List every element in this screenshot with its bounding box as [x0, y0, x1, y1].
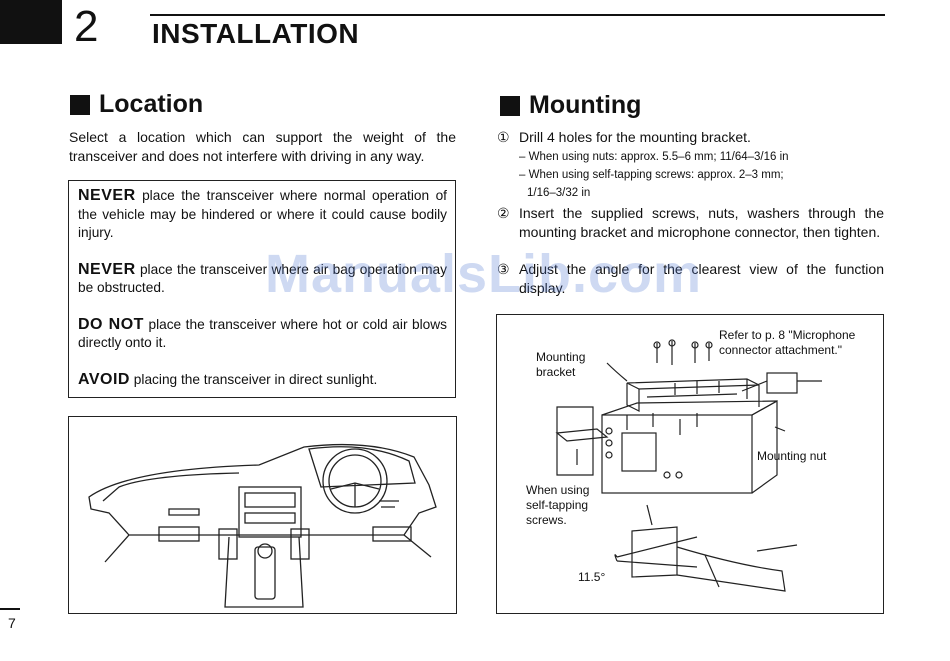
- mounting-illustration: [555, 339, 822, 592]
- page-number-rule: [0, 608, 20, 610]
- heading-square-icon: [70, 94, 90, 115]
- figure-label-tapping: When using self-tapping screws.: [526, 483, 590, 527]
- mounting-step-1: ① Drill 4 holes for the mounting bracket…: [497, 129, 789, 199]
- mounting-title: Mounting: [529, 91, 642, 119]
- location-intro: Select a location which can support the …: [69, 129, 456, 164]
- figure-label-angle: 11.5°: [578, 570, 606, 584]
- warning-box: NEVER place the transceiver where normal…: [68, 180, 456, 398]
- chapter-number: 2: [74, 2, 99, 51]
- location-heading: Location: [70, 90, 203, 119]
- heading-square-icon: [500, 95, 520, 116]
- warning-item: DO NOT place the transceiver where hot o…: [78, 315, 448, 351]
- mounting-heading: Mounting: [500, 91, 641, 120]
- warning-item: NEVER place the transceiver where normal…: [78, 187, 447, 240]
- mounting-step-2: ② Insert the supplied screws, nuts, wash…: [497, 205, 884, 240]
- warning-item: AVOID placing the transceiver in direct …: [78, 370, 378, 388]
- mounting-figure: Refer to p. 8 "Microphone connector atta…: [496, 314, 884, 614]
- mounting-step-3: ③ Adjust the angle for the clearest view…: [497, 261, 884, 296]
- chapter-title: INSTALLATION: [152, 18, 360, 49]
- figure-label-nut: Mounting nut: [757, 449, 827, 463]
- dashboard-figure: [68, 416, 457, 614]
- page-number: 7: [8, 615, 16, 631]
- warning-item: NEVER place the transceiver where air ba…: [78, 260, 447, 296]
- dashboard-illustration: [88, 443, 437, 608]
- watermark: ManualsLib.com: [265, 244, 703, 304]
- figure-label-bracket: Mounting bracket: [536, 350, 586, 379]
- figure-label-refer: Refer to p. 8 "Microphone connector atta…: [719, 328, 856, 357]
- header-rule: [150, 14, 885, 16]
- location-title: Location: [99, 90, 204, 118]
- chapter-marker-block: [0, 0, 62, 44]
